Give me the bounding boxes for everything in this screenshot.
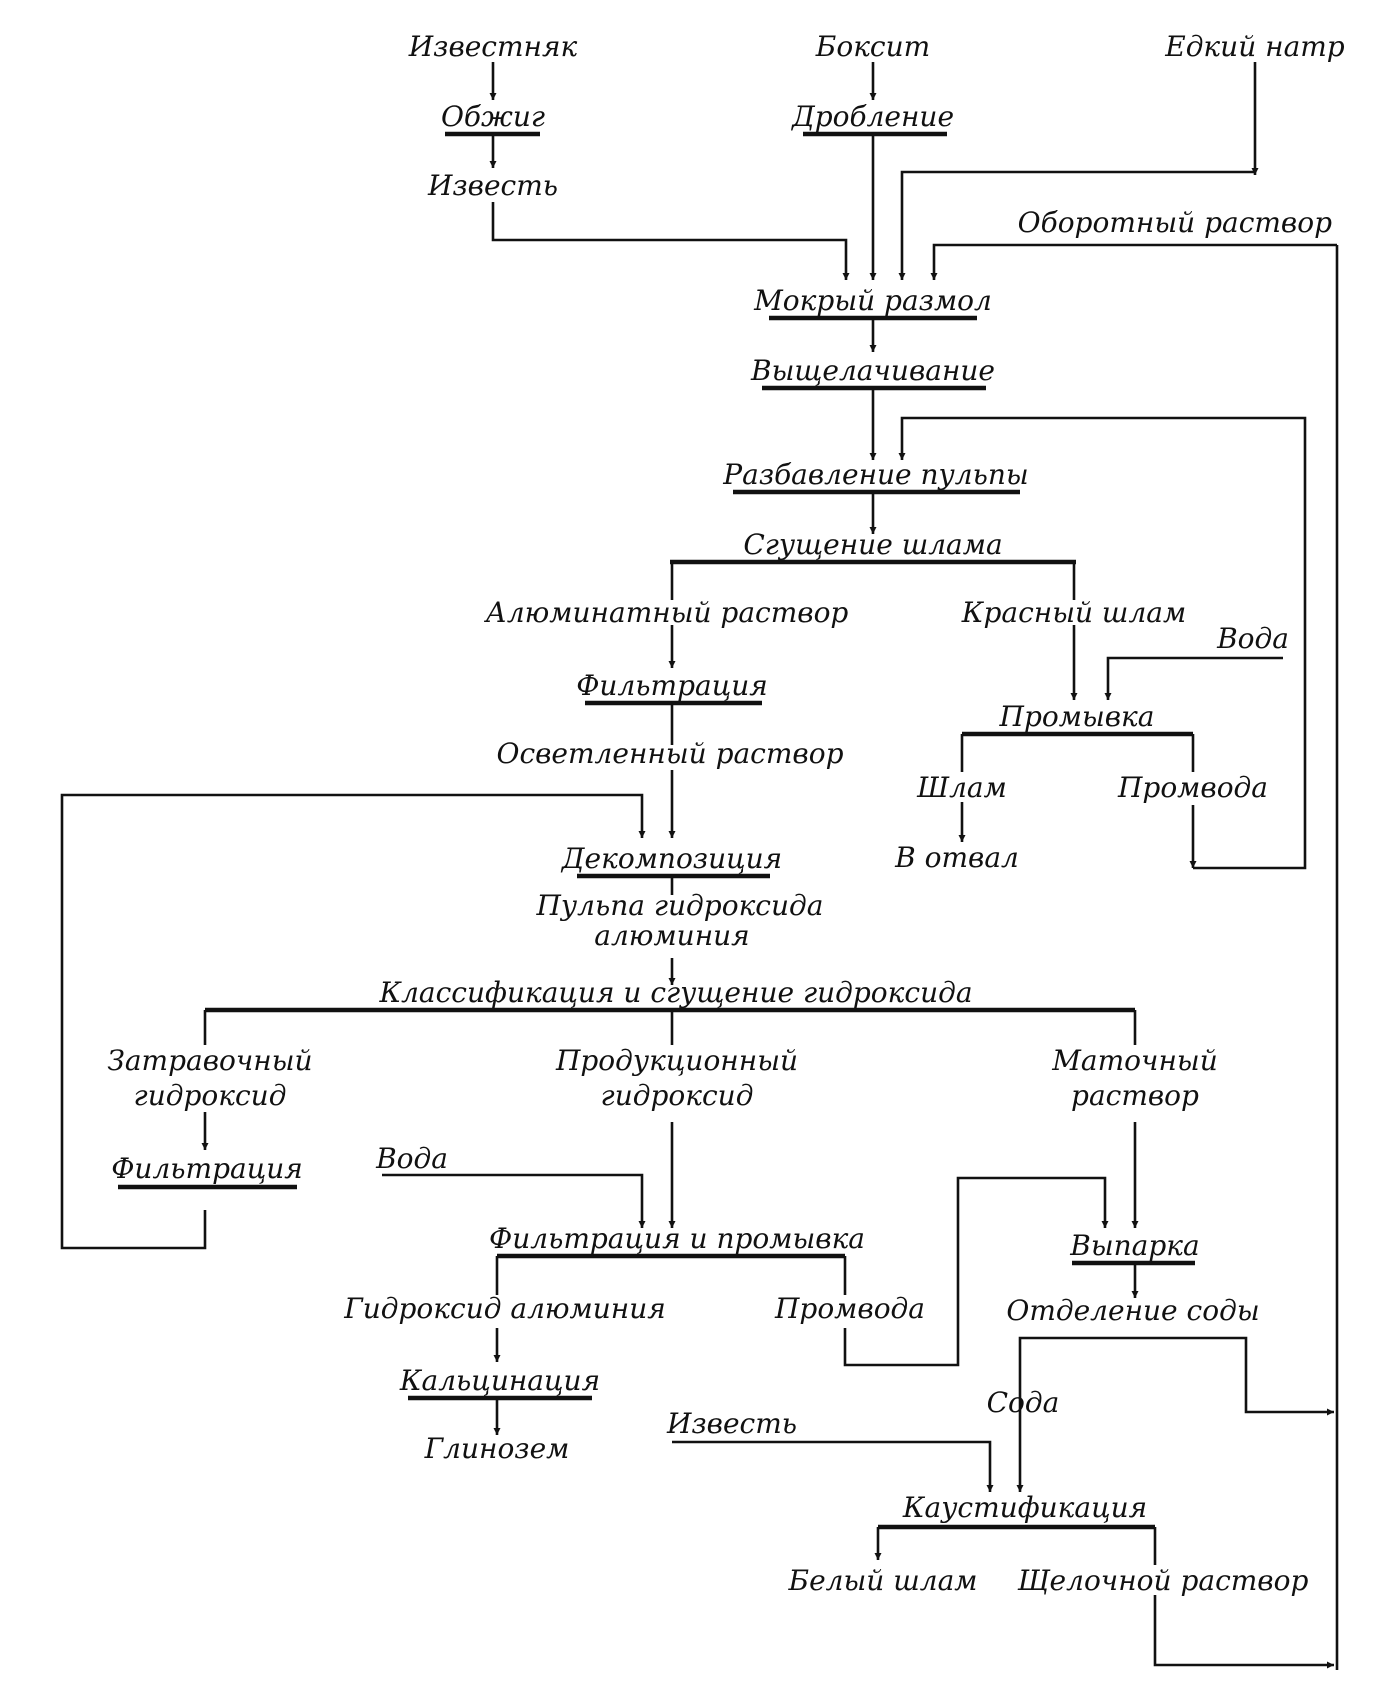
node-limestone: Известняк <box>408 30 578 63</box>
node-water-2: Вода <box>375 1142 448 1175</box>
node-mother-liquor-line-2: раствор <box>1071 1079 1199 1112</box>
node-filtration-2: Фильтрация <box>111 1152 303 1185</box>
arrow-water-filtration-washing <box>382 1173 646 1228</box>
node-aluminium-hydroxide: Гидроксид алюминия <box>343 1292 666 1325</box>
node-lime-2: Известь <box>666 1407 797 1440</box>
node-mud-thickening: Сгущение шлама <box>743 528 1002 561</box>
labels: Известняк Обжиг Известь Боксит Дробление… <box>107 30 1344 1597</box>
arrow-washwater-dilution <box>898 416 1307 870</box>
node-mother-liquor-line-1: Маточный <box>1051 1044 1217 1077</box>
node-recycle-solution: Оборотный раствор <box>1018 206 1332 239</box>
node-soda: Сода <box>987 1386 1060 1419</box>
node-pulp-dilution: Разбавление пульпы <box>722 458 1028 491</box>
node-water-1: Вода <box>1216 622 1289 655</box>
node-caustic-soda: Едкий натр <box>1164 30 1345 63</box>
node-bauxite: Боксит <box>815 30 930 63</box>
node-causticization: Каустификация <box>902 1491 1147 1524</box>
node-filtration-washing: Фильтрация и промывка <box>489 1222 865 1255</box>
node-seed-hydroxide-line-2: гидроксид <box>134 1079 287 1112</box>
connectors <box>60 62 1337 1670</box>
node-washing: Промывка <box>999 700 1155 733</box>
arrow-lime2-causticization <box>672 1440 994 1492</box>
node-red-mud: Красный шлам <box>961 596 1186 629</box>
node-product-hydroxide-line-1: Продукционный <box>555 1044 798 1077</box>
node-classification: Классификация и сгущение гидроксида <box>378 976 972 1009</box>
node-product-hydroxide-line-2: гидроксид <box>601 1079 754 1112</box>
arrow-alkaline-recycle <box>1153 1527 1334 1665</box>
node-mud: Шлам <box>916 771 1007 804</box>
node-crushing: Дробление <box>790 100 954 133</box>
arrow-seed-decomposition <box>60 793 646 1250</box>
node-evaporation: Выпарка <box>1069 1229 1199 1262</box>
node-lime: Известь <box>427 169 558 202</box>
node-wash-water-1: Промвода <box>1117 771 1268 804</box>
arrow-water-washing <box>1104 656 1283 700</box>
arrow-caustic-soda-grinding <box>898 170 1255 280</box>
node-hydroxide-pulp-line-2: алюминия <box>594 919 749 952</box>
node-leaching: Выщелачивание <box>750 354 995 387</box>
node-alumina: Глинозем <box>424 1432 570 1465</box>
node-soda-separation: Отделение соды <box>1006 1294 1259 1327</box>
node-calcination: Кальцинация <box>399 1364 600 1397</box>
node-filtration-1: Фильтрация <box>576 669 768 702</box>
node-alkaline-solution: Щелочной раствор <box>1017 1564 1309 1597</box>
node-seed-hydroxide-line-1: Затравочный <box>107 1044 312 1077</box>
node-wash-water-2: Промвода <box>774 1292 925 1325</box>
arrow-lime-grinding <box>491 202 850 280</box>
arrow-recycle-grinding <box>930 243 1337 280</box>
node-white-mud: Белый шлам <box>788 1564 978 1597</box>
node-to-dump: В отвал <box>894 841 1019 874</box>
node-decomposition: Декомпозиция <box>560 842 782 875</box>
arrow-washwater2-evaporation <box>843 1176 1109 1367</box>
node-aluminate-solution: Алюминатный раствор <box>484 596 849 629</box>
node-clarified-solution: Осветленный раствор <box>496 737 843 770</box>
node-wet-grinding: Мокрый размол <box>753 284 992 317</box>
soda-separation-split <box>1018 1336 1334 1422</box>
operation-underlines <box>118 131 1195 1401</box>
node-roasting: Обжиг <box>441 100 545 133</box>
node-hydroxide-pulp-line-1: Пульпа гидроксида <box>536 889 824 922</box>
